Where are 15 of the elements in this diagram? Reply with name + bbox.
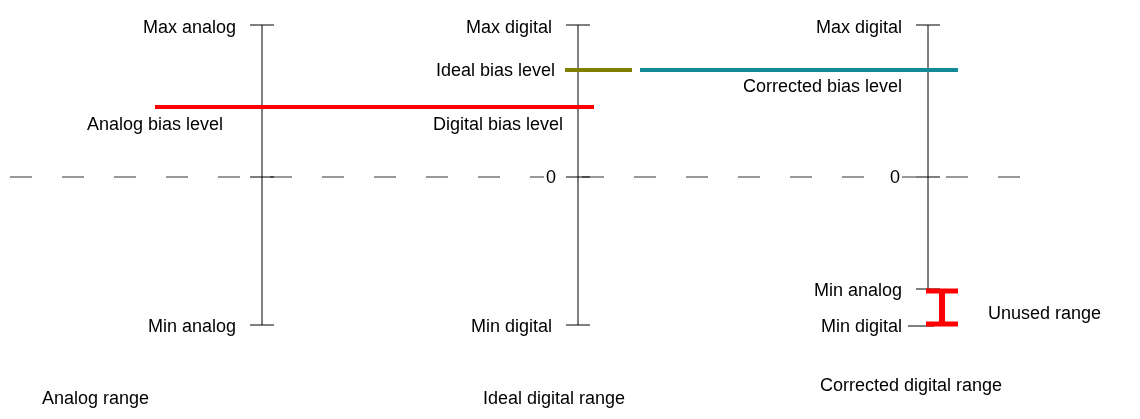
axis-label: Min digital [470, 316, 552, 336]
axis-label: Max analog [142, 17, 236, 37]
bias-label: Ideal bias level [435, 60, 555, 80]
bias-label: Analog bias level [86, 114, 223, 134]
panel-caption: Ideal digital range [483, 388, 626, 408]
axis-label: Min digital [820, 316, 902, 336]
axis-label: Max digital [815, 17, 902, 37]
range-label: Unused range [988, 303, 1102, 323]
panel-caption: Corrected digital range [820, 375, 1003, 395]
bias-label: Digital bias level [432, 114, 563, 134]
bias-label: Corrected bias level [742, 76, 902, 96]
axis-label: Max digital [465, 17, 552, 37]
axis-label: Min analog [147, 316, 236, 336]
panel-caption: Analog range [42, 388, 150, 408]
axis-label: Min analog [813, 280, 902, 300]
